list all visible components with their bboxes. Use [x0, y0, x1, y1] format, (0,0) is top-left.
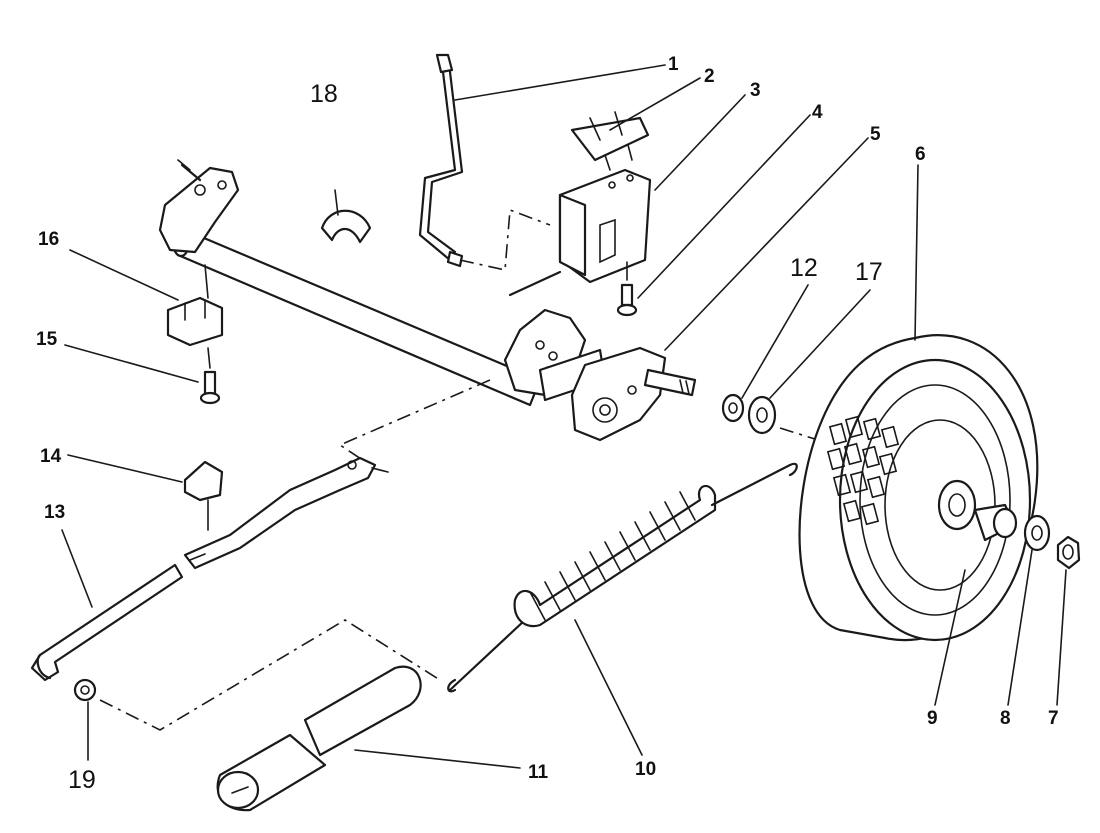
block-screw: [199, 370, 221, 405]
hex-nut: [1056, 535, 1081, 570]
wheel: [798, 334, 1039, 642]
callout-16: 16: [38, 229, 59, 250]
spring-clip: [570, 111, 650, 171]
callout-11: 11: [528, 762, 549, 783]
callout-10: 10: [635, 759, 656, 780]
bracket-screw: [616, 261, 638, 317]
callout-19: 19: [68, 766, 96, 794]
callout-4: 4: [812, 102, 823, 123]
callout-17: 17: [855, 258, 883, 286]
rod-clip: [183, 460, 224, 531]
height-adjust-rod: [418, 53, 551, 271]
bail-rod: [30, 563, 184, 682]
callout-15: 15: [36, 329, 58, 350]
leader-lines: [61, 64, 1067, 769]
axle-assembly: [158, 159, 697, 466]
washer-8: [1023, 514, 1051, 552]
callout-14: 14: [40, 446, 62, 467]
pivot-block: [166, 264, 224, 369]
callout-9: 9: [927, 708, 938, 729]
washer-17: [747, 395, 777, 435]
callout-labels: 1 2 3 4 5 6 7 8 9 10 11 12 13 14 15 16 1…: [36, 54, 1059, 794]
callout-18: 18: [310, 80, 338, 108]
callout-5: 5: [870, 124, 881, 145]
extension-spring: [447, 462, 798, 693]
lever-arm: [183, 456, 389, 570]
callout-6: 6: [915, 144, 926, 165]
callout-3: 3: [750, 80, 761, 101]
callout-8: 8: [1000, 708, 1011, 729]
callout-12: 12: [790, 254, 818, 282]
knob: [73, 619, 441, 731]
mounting-bracket: [508, 168, 652, 297]
callout-7: 7: [1048, 708, 1059, 729]
bushing: [320, 209, 372, 244]
callout-1: 1: [668, 54, 679, 75]
callout-2: 2: [704, 66, 715, 87]
handle-grip: [216, 665, 422, 812]
callout-13: 13: [44, 502, 65, 523]
washer-12: [721, 393, 745, 423]
